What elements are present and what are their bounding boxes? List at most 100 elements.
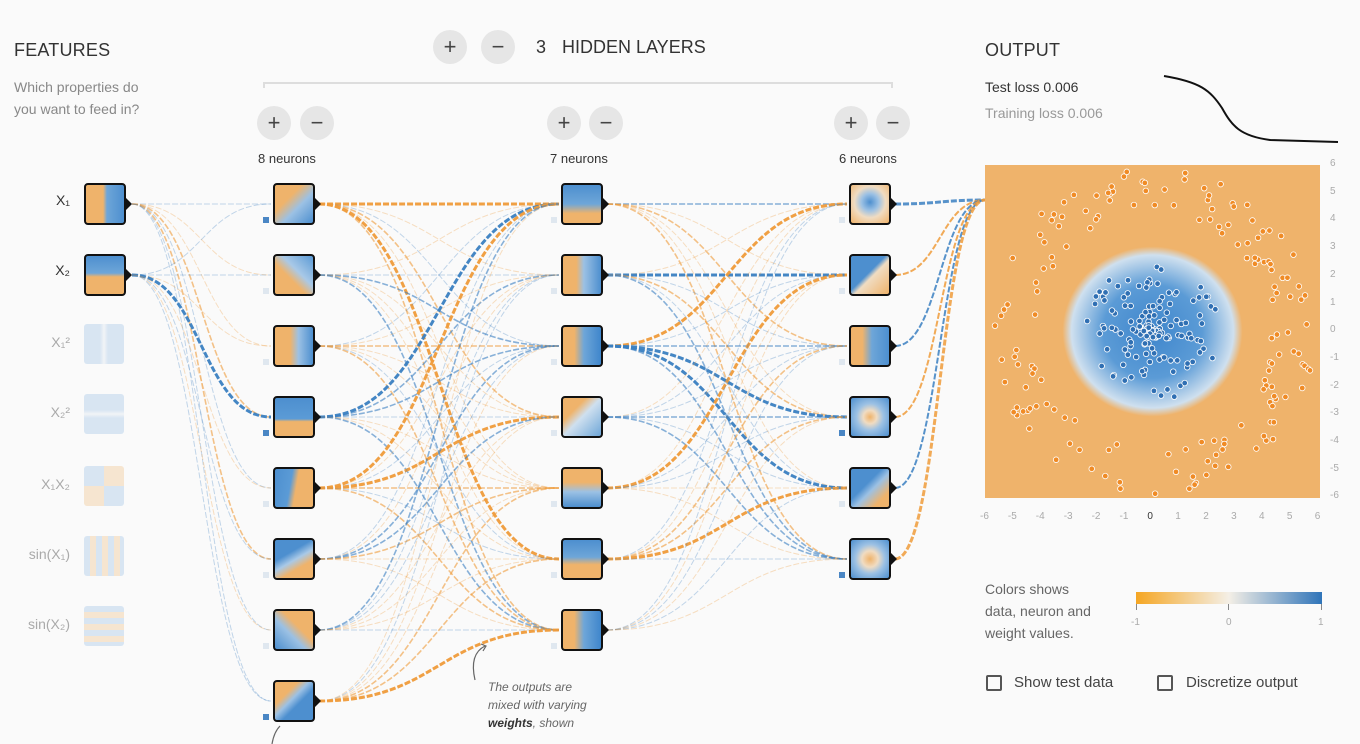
link-l2n4-l3n5[interactable] bbox=[606, 416, 848, 489]
link-l2n6-l3n5[interactable] bbox=[606, 486, 848, 561]
layer1-neuron-3[interactable] bbox=[273, 325, 321, 367]
link-l2n3-l3n4[interactable] bbox=[606, 344, 848, 419]
layer2-neuron-2[interactable] bbox=[561, 254, 609, 296]
layer2-neuron-7[interactable] bbox=[561, 609, 609, 651]
link-l1n6-l2n3[interactable] bbox=[318, 345, 560, 560]
link-l2n7-l3n2[interactable] bbox=[606, 274, 848, 631]
layer1-neuron-1[interactable] bbox=[273, 183, 321, 225]
layer1-neuron-6[interactable] bbox=[273, 538, 321, 580]
link-l1n2-l2n1[interactable] bbox=[318, 203, 560, 276]
layer1-neuron-1-bias[interactable] bbox=[263, 217, 269, 223]
link-l1n2-l2n5[interactable] bbox=[318, 274, 560, 489]
link-l1n8-l2n1[interactable] bbox=[318, 203, 560, 702]
feature-node-x2-squared[interactable] bbox=[84, 394, 124, 434]
link-l1n3-l2n4[interactable] bbox=[318, 345, 560, 418]
show-test-data-label[interactable]: Show test data bbox=[1014, 674, 1114, 691]
link-l2n4-l3n3[interactable] bbox=[606, 345, 848, 418]
feature-node-x1[interactable] bbox=[84, 183, 132, 225]
link-input1-l1n7[interactable] bbox=[131, 203, 272, 631]
link-l2n5-l3n3[interactable] bbox=[606, 345, 848, 489]
layer2-neuron-5[interactable] bbox=[561, 467, 609, 509]
link-input2-l1n5[interactable] bbox=[131, 274, 272, 489]
link-l2n4-l3n2[interactable] bbox=[606, 274, 848, 418]
show-test-data-checkbox[interactable] bbox=[986, 675, 1002, 691]
feature-node-sin-x2[interactable] bbox=[84, 606, 124, 646]
layer1-neuron-7[interactable] bbox=[273, 609, 321, 651]
layer3-neuron-4-bias[interactable] bbox=[839, 430, 845, 436]
discretize-output-label[interactable]: Discretize output bbox=[1186, 674, 1298, 691]
layer3-neuron-5[interactable] bbox=[849, 467, 897, 509]
link-l1n6-l2n4[interactable] bbox=[318, 416, 560, 560]
link-l2n1-l3n4[interactable] bbox=[606, 203, 848, 418]
link-l1n6-l2n7[interactable] bbox=[318, 558, 560, 631]
link-l1n4-l2n7[interactable] bbox=[318, 416, 560, 631]
link-l1n5-l2n4[interactable] bbox=[318, 415, 560, 490]
layer3-neuron-3[interactable] bbox=[849, 325, 897, 367]
layer3-neuron-2-bias[interactable] bbox=[839, 288, 845, 294]
layer2-neuron-1-bias[interactable] bbox=[551, 217, 557, 223]
link-l1n6-l2n1[interactable] bbox=[318, 203, 560, 560]
feature-node-x2[interactable] bbox=[84, 254, 132, 296]
remove-layer-button[interactable]: − bbox=[481, 30, 515, 64]
link-l2n5-l3n6[interactable] bbox=[606, 487, 848, 560]
layer2-neuron-4[interactable] bbox=[561, 396, 609, 438]
link-l1n6-l2n5[interactable] bbox=[318, 487, 560, 560]
layer2-neuron-3-bias[interactable] bbox=[551, 359, 557, 365]
link-l1n5-l2n2[interactable] bbox=[318, 274, 560, 489]
layer1-neuron-6-bias[interactable] bbox=[263, 572, 269, 578]
link-l1n3-l2n2[interactable] bbox=[318, 274, 560, 347]
link-input1-l1n6[interactable] bbox=[131, 203, 272, 560]
layer3-neuron-2[interactable] bbox=[849, 254, 897, 296]
discretize-output-checkbox[interactable] bbox=[1157, 675, 1173, 691]
link-l1n1-l2n6[interactable] bbox=[318, 202, 560, 561]
link-l2n4-l3n1[interactable] bbox=[606, 203, 848, 418]
layer1-neuron-3-bias[interactable] bbox=[263, 359, 269, 365]
link-l2n5-l3n1[interactable] bbox=[606, 203, 848, 489]
link-l2n2-l3n1[interactable] bbox=[606, 203, 848, 276]
link-l2n1-l3n2[interactable] bbox=[606, 203, 848, 276]
link-l2n2-l3n3[interactable] bbox=[606, 274, 848, 347]
link-l1n7-l2n1[interactable] bbox=[318, 203, 560, 631]
link-l1n2-l2n3[interactable] bbox=[318, 274, 560, 347]
layer3-neuron-1-bias[interactable] bbox=[839, 217, 845, 223]
link-l1n7-l2n4[interactable] bbox=[318, 416, 560, 631]
layer2-neuron-3[interactable] bbox=[561, 325, 609, 367]
layer2-neuron-6-bias[interactable] bbox=[551, 572, 557, 578]
link-l2n6-l3n1[interactable] bbox=[606, 203, 848, 560]
link-l1n1-l2n2[interactable] bbox=[318, 203, 560, 276]
layer2-neuron-6[interactable] bbox=[561, 538, 609, 580]
link-input1-l1n3[interactable] bbox=[131, 203, 272, 347]
link-l1n7-l2n6[interactable] bbox=[318, 558, 560, 631]
link-input2-l1n1[interactable] bbox=[131, 203, 272, 276]
layer1-neuron-4-bias[interactable] bbox=[263, 430, 269, 436]
link-l2n6-l3n4[interactable] bbox=[606, 416, 848, 560]
layer2-neuron-7-bias[interactable] bbox=[551, 643, 557, 649]
link-l1n5-l2n7[interactable] bbox=[318, 487, 560, 631]
link-l1n8-l2n4[interactable] bbox=[318, 416, 560, 702]
layer2-neuron-1[interactable] bbox=[561, 183, 609, 225]
link-l2n7-l3n3[interactable] bbox=[606, 345, 848, 631]
link-input1-l1n2[interactable] bbox=[131, 203, 272, 276]
link-l1n4-l2n3[interactable] bbox=[318, 345, 560, 418]
link-l3n4-output[interactable] bbox=[894, 199, 986, 418]
layer1-neuron-2-bias[interactable] bbox=[263, 288, 269, 294]
layer2-neuron-2-bias[interactable] bbox=[551, 288, 557, 294]
link-l1n5-l2n1[interactable] bbox=[318, 202, 560, 490]
feature-node-x1-squared[interactable] bbox=[84, 324, 124, 364]
link-l1n8-l2n6[interactable] bbox=[318, 558, 560, 702]
link-l2n6-l3n2[interactable] bbox=[606, 274, 848, 560]
link-l3n2-output[interactable] bbox=[894, 199, 986, 276]
layer3-neuron-5-bias[interactable] bbox=[839, 501, 845, 507]
link-l2n3-l3n1[interactable] bbox=[606, 202, 848, 348]
layer3-neuron-6-bias[interactable] bbox=[839, 572, 845, 578]
layer2-remove-neuron-button[interactable]: − bbox=[589, 106, 623, 140]
link-l3n5-output[interactable] bbox=[894, 199, 986, 489]
link-l3n3-output[interactable] bbox=[894, 199, 986, 347]
feature-node-x1x2[interactable] bbox=[84, 466, 124, 506]
link-l1n8-l2n3[interactable] bbox=[318, 345, 560, 702]
layer2-neuron-5-bias[interactable] bbox=[551, 501, 557, 507]
link-l1n7-l2n2[interactable] bbox=[318, 274, 560, 631]
link-l1n1-l2n3[interactable] bbox=[318, 203, 560, 347]
link-l1n5-l2n6[interactable] bbox=[318, 487, 560, 560]
layer1-neuron-5[interactable] bbox=[273, 467, 321, 509]
